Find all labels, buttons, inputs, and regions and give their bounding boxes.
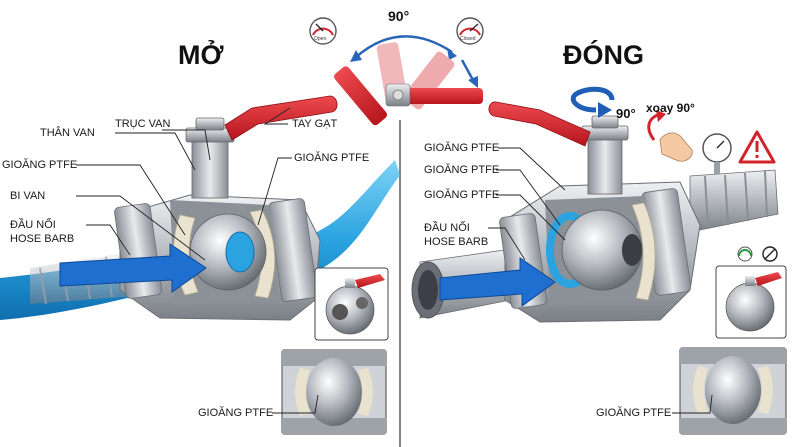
left-seal-inset [281,349,387,435]
label-ball: BI VAN [10,190,46,202]
rotate-text-label: xoay 90° [646,101,695,115]
label-ptfe-seal-right: GIOĂNG PTFE [294,152,370,164]
right-seal-inset [679,347,787,435]
right-stem-and-handle [488,101,629,195]
label-valve-body: THÂN VAN [40,127,95,139]
label-hose-barb-line1: ĐẦU NỐI [10,219,56,231]
label-ptfe-seal-2: GIOĂNG PTFE [424,164,500,176]
label-detail-seal-left: GIOĂNG PTFE [198,407,274,419]
label-ptfe-seal-1: GIOĂNG PTFE [424,142,500,154]
label-valve-stem: TRỤC VAN [115,118,171,130]
rotate-arrow-icon [570,86,615,118]
label-hose-barb-line2: HOSE BARB [10,233,75,245]
label-detail-seal-right: GIOĂNG PTFE [596,407,672,419]
label-ptfe-seal-3: GIOĂNG PTFE [424,189,500,201]
open-gauge-icon [309,17,337,45]
rotation-indicator-icon [334,35,483,126]
left-valve-body [59,194,321,321]
no-flow-icon [762,246,778,262]
left-ball-inset [314,267,389,341]
label-ptfe-seal-left: GIOĂNG PTFE [2,159,78,171]
label-hose-barb-right-line1: ĐẦU NỐI [424,222,470,234]
label-handle: TAY GẠT [292,118,338,130]
label-hose-barb-right-line2: HOSE BARB [424,236,489,248]
right-ball-inset [715,265,787,339]
open-gauge-label: Open [314,36,327,42]
rotation-angle-label: 90° [616,106,636,121]
hand-turn-icon [647,110,693,162]
closed-title: ĐÓNG [563,40,644,70]
closed-gauge-label: Closed [460,36,476,42]
warning-icon [738,130,776,164]
mini-gauge-icon [737,246,753,262]
open-title: MỞ [178,40,224,70]
top-angle-label: 90° [388,8,410,24]
left-stem-and-handle [185,95,338,199]
pressure-gauge-icon [702,133,732,174]
leader-lines [76,107,713,414]
closed-gauge-icon [456,17,484,45]
